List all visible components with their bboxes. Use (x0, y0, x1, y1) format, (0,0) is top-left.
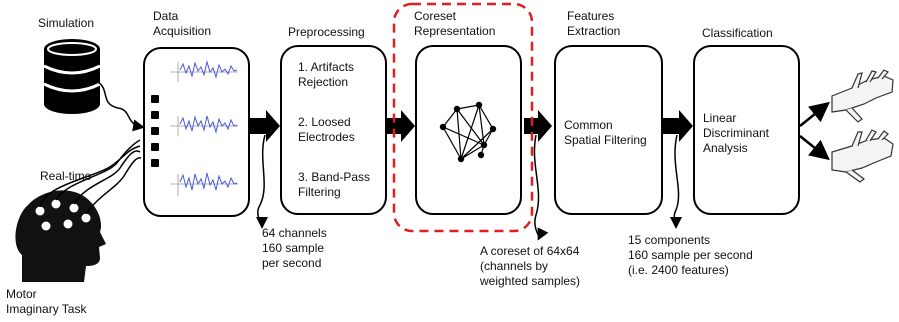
preprocessing-label: Preprocessing (288, 25, 365, 39)
step-line: 1. Artifacts (298, 60, 355, 74)
coreset-note: A coreset of 64x64 (channels by weighted… (480, 244, 580, 289)
classifier-line: Discriminant (703, 126, 770, 140)
features-line: Spatial Filtering (564, 133, 647, 147)
channel-dots (151, 95, 159, 167)
features-label-line: Features (567, 9, 615, 23)
coreset-box (415, 45, 522, 215)
classification-box: Linear Discriminant Analysis (693, 45, 800, 215)
note-line: weighted samples) (480, 274, 581, 288)
head-electrodes-icon (15, 190, 106, 282)
data-acquisition-line: Acquisition (153, 24, 212, 38)
features-box-text: Common Spatial Filtering (564, 118, 647, 148)
step-line: Electrodes (298, 130, 355, 144)
coreset-label-line: Representation (414, 24, 496, 38)
preprocessing-box: 1. Artifacts Rejection 2. Loosed Electro… (280, 45, 387, 215)
database-icon (43, 39, 101, 114)
classifier-line: Analysis (703, 141, 748, 155)
data-acquisition-box (143, 47, 250, 217)
motor-task-line: Imaginary Task (6, 302, 87, 316)
step-line: 3. Band-Pass (298, 170, 371, 184)
preprocessing-step: 1. Artifacts Rejection (298, 60, 354, 90)
eeg-signals (170, 60, 238, 196)
motor-task-label: Motor Imaginary Task (6, 287, 86, 317)
hand-icon (831, 129, 894, 183)
coreset-label-line: Coreset (414, 9, 457, 23)
simulation-label: Simulation (38, 16, 95, 30)
step-line: 2. Loosed (298, 115, 351, 129)
realtime-label: Real-time (40, 169, 92, 183)
hand-icon (831, 69, 894, 123)
acquisition-note: 64 channels 160 sample per second (262, 226, 327, 271)
note-line: 160 sample per second (628, 248, 753, 262)
data-acquisition-label: Data Acquisition (153, 9, 211, 39)
features-label-line: Extraction (567, 24, 621, 38)
note-line: 15 components (628, 233, 711, 247)
classification-label: Classification (702, 26, 773, 40)
data-acquisition-line: Data (153, 9, 179, 23)
classification-box-text: Linear Discriminant Analysis (703, 111, 769, 156)
motor-task-line: Motor (6, 287, 37, 301)
classifier-line: Linear (703, 111, 737, 125)
preprocessing-step: 3. Band-Pass Filtering (298, 170, 370, 200)
note-line: (channels by (480, 259, 549, 273)
graph-network-icon (439, 101, 497, 163)
note-line: (i.e. 2400 features) (628, 263, 729, 277)
note-line: per second (262, 256, 322, 270)
note-line: A coreset of 64x64 (480, 244, 580, 258)
features-line: Common (564, 118, 613, 132)
coreset-highlight (392, 2, 534, 233)
step-line: Rejection (298, 75, 349, 89)
note-line: 160 sample (262, 241, 325, 255)
features-note: 15 components 160 sample per second (i.e… (628, 233, 753, 278)
preprocessing-step: 2. Loosed Electrodes (298, 115, 355, 145)
coreset-representation-label: Coreset Representation (414, 9, 495, 39)
step-line: Filtering (298, 185, 341, 199)
features-extraction-box: Common Spatial Filtering (554, 45, 663, 215)
note-line: 64 channels (262, 226, 327, 240)
features-extraction-label: Features Extraction (567, 9, 620, 39)
